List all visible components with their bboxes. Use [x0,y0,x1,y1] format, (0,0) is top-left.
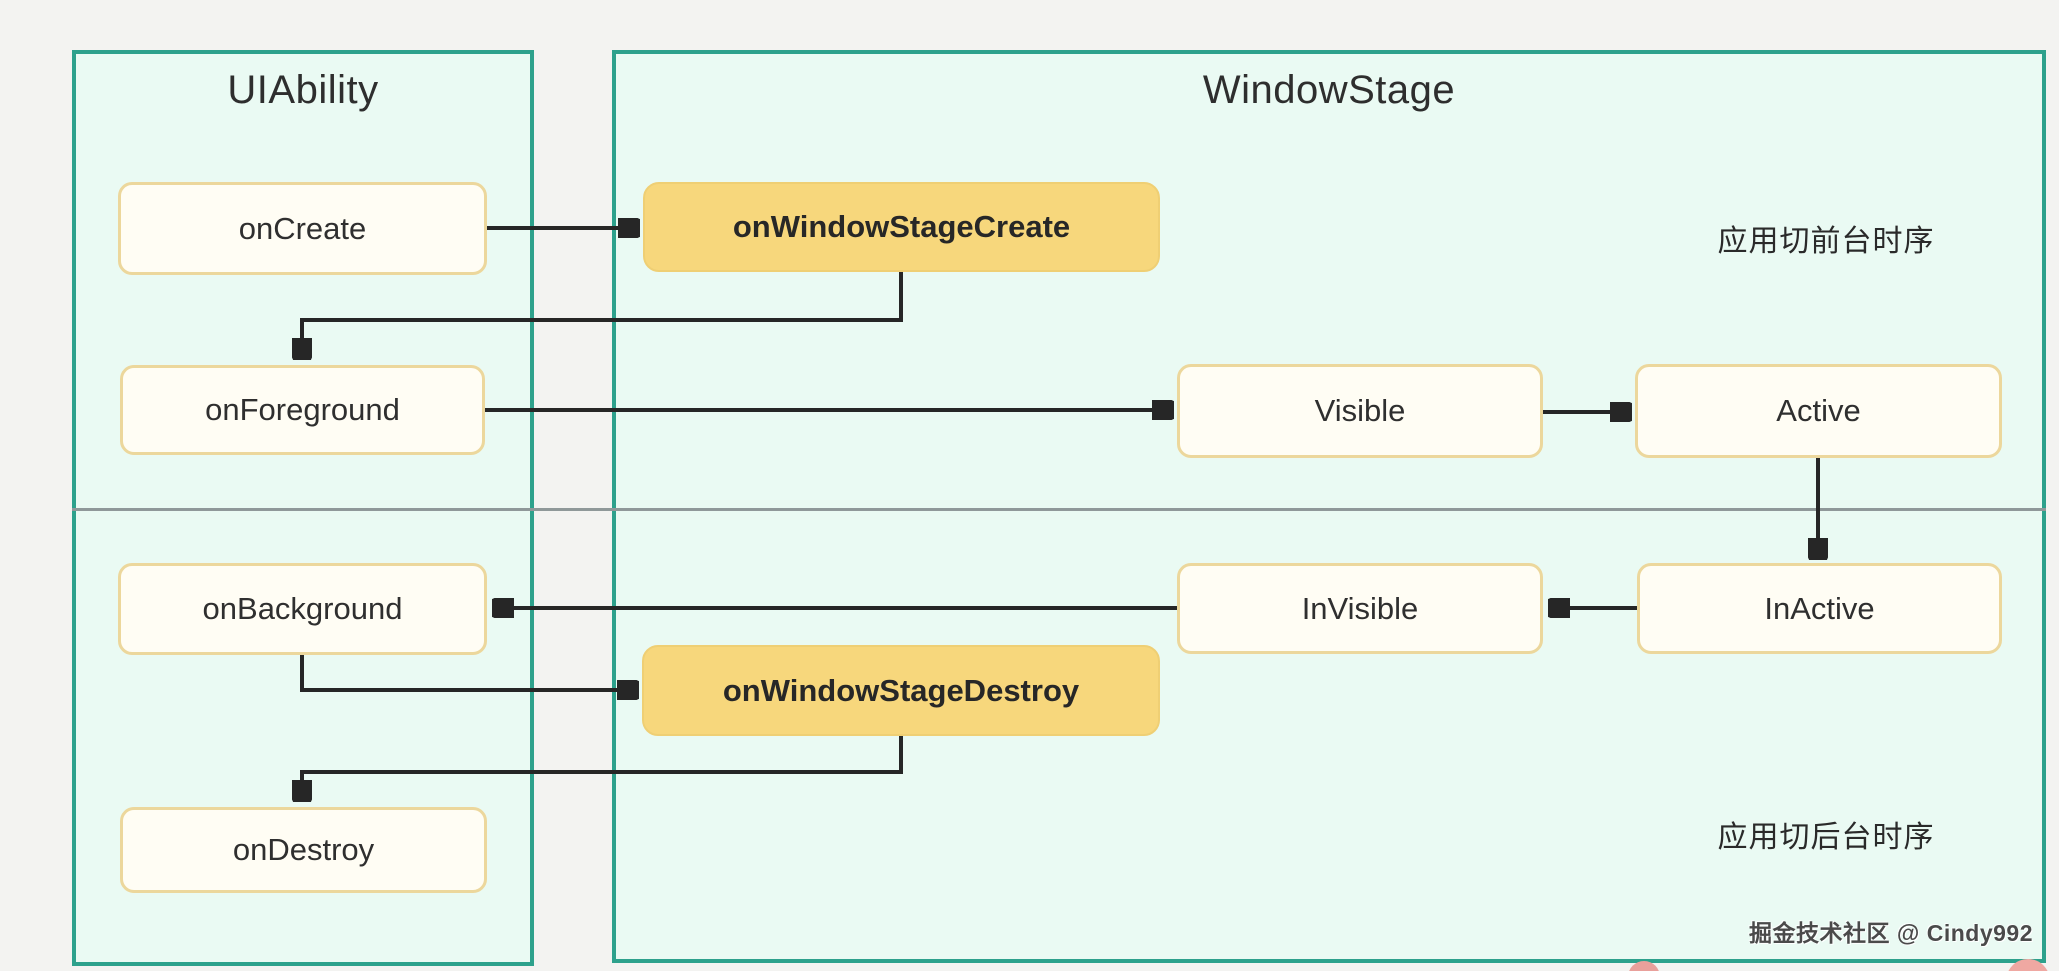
windowstage-panel: WindowStage [612,50,2046,963]
uiability-panel-title: UIAbility [227,68,379,112]
arrow-onwindowstagecreate-to-onforeground [302,272,903,359]
watermark-text: 掘金技术社区 @ Cindy992 [1749,920,2033,946]
node-onwindowstagecreate: onWindowStageCreate [643,182,1160,272]
node-invisible: InVisible [1177,563,1543,654]
section-divider-line [72,508,2046,511]
node-onbackground: onBackground [118,563,487,655]
background-sequence-label: 应用切后台时序 [1717,821,1935,854]
pink-dot-large [2006,959,2050,971]
node-visible: Visible [1177,364,1543,458]
node-inactive: InActive [1637,563,2002,654]
foreground-sequence-label: 应用切前台时序 [1717,225,1935,258]
node-active: Active [1635,364,2002,458]
arrow-onbackground-to-onwindowstagedestroy [300,655,638,690]
arrow-onwindowstagedestroy-to-ondestroy [302,736,903,801]
node-ondestroy: onDestroy [120,807,487,893]
windowstage-panel-title: WindowStage [1202,68,1456,112]
pink-dot-small [1628,961,1660,971]
node-onwindowstagedestroy: onWindowStageDestroy [642,645,1160,736]
node-oncreate: onCreate [118,182,487,275]
node-onforeground: onForeground [120,365,485,455]
